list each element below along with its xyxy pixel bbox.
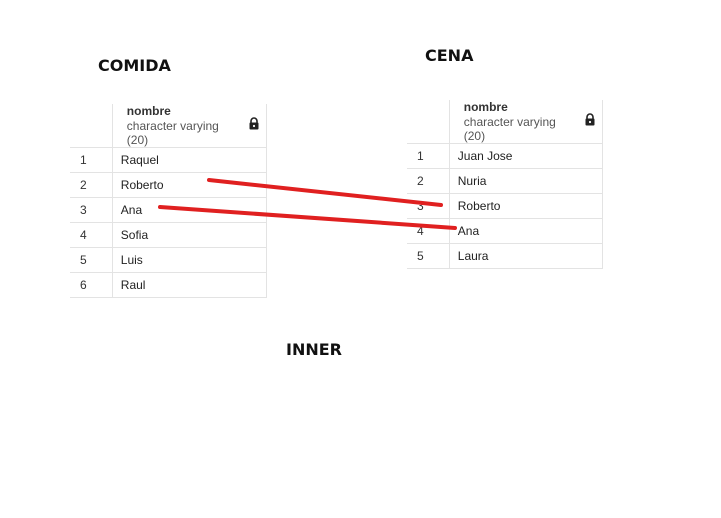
row-number: 5 xyxy=(70,247,113,273)
cell-nombre[interactable]: Roberto xyxy=(449,193,604,219)
row-number-header xyxy=(407,100,450,144)
column-header-nombre[interactable]: nombre character varying (20) xyxy=(449,100,604,144)
cell-nombre[interactable]: Roberto xyxy=(112,172,268,198)
cell-nombre[interactable]: Juan Jose xyxy=(449,143,604,169)
row-number: 2 xyxy=(70,172,113,198)
column-name: nombre xyxy=(463,100,508,114)
column-header-nombre[interactable]: nombre character varying (20) xyxy=(112,104,268,148)
cell-nombre[interactable]: Laura xyxy=(449,243,604,269)
cell-nombre[interactable]: Raquel xyxy=(112,147,268,173)
row-number: 4 xyxy=(407,218,450,244)
row-number: 5 xyxy=(407,243,450,269)
cell-nombre[interactable]: Nuria xyxy=(449,168,604,194)
row-number: 4 xyxy=(70,222,113,248)
column-type: character varying (20) xyxy=(463,115,556,143)
header-row: nombre character varying (20) xyxy=(407,100,604,144)
lock-icon xyxy=(585,113,595,126)
cell-nombre[interactable]: Raul xyxy=(112,272,268,298)
row-number: 2 xyxy=(407,168,450,194)
row-number: 1 xyxy=(70,147,113,173)
lock-icon xyxy=(249,117,259,130)
cell-nombre[interactable]: Ana xyxy=(112,197,268,223)
row-number: 6 xyxy=(70,272,113,298)
header-row: nombre character varying (20) xyxy=(70,104,268,148)
cena-title: CENA xyxy=(425,46,474,65)
row-number-header xyxy=(70,104,113,148)
inner-title: INNER xyxy=(286,340,342,359)
row-number: 1 xyxy=(407,143,450,169)
cell-nombre[interactable]: Sofia xyxy=(112,222,268,248)
column-type: character varying (20) xyxy=(126,119,219,147)
column-name: nombre xyxy=(126,104,171,118)
row-number: 3 xyxy=(407,193,450,219)
cell-nombre[interactable]: Luis xyxy=(112,247,268,273)
comida-title: COMIDA xyxy=(98,56,171,75)
cell-nombre[interactable]: Ana xyxy=(449,218,604,244)
row-number: 3 xyxy=(70,197,113,223)
